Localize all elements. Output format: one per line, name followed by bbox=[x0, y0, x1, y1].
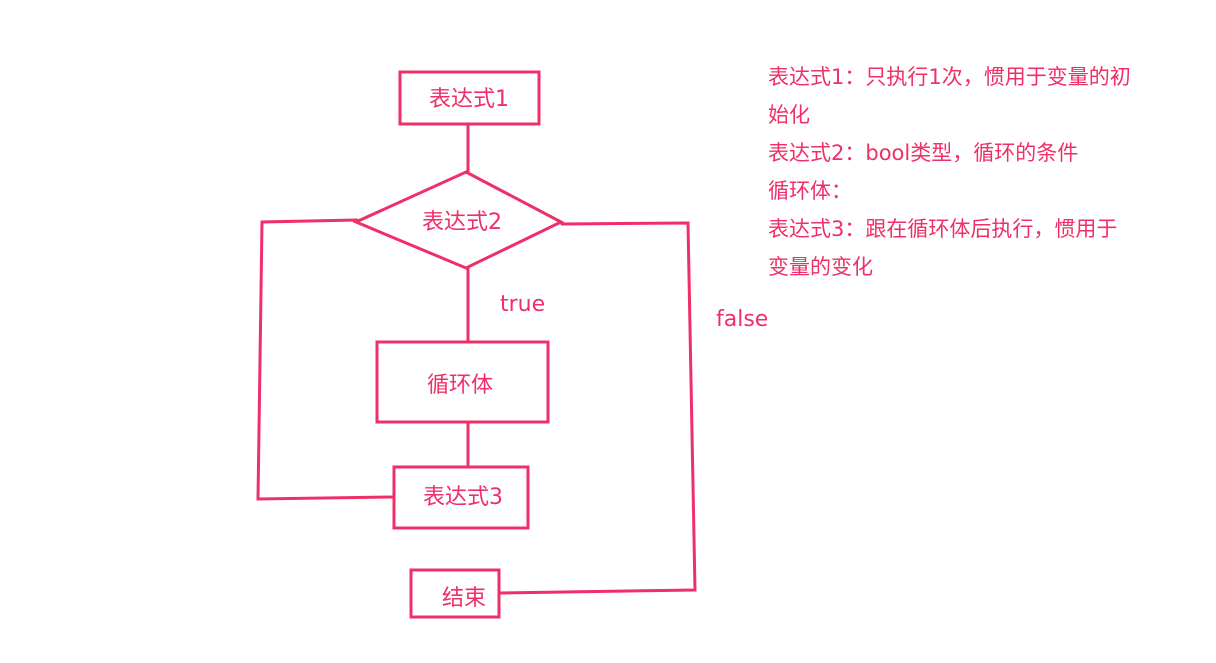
expr2-label: 表达式2 bbox=[422, 210, 502, 235]
false-branch-label: false bbox=[716, 307, 768, 332]
note-line: 变量的变化 bbox=[768, 255, 873, 279]
expr3-label: 表达式3 bbox=[423, 485, 503, 510]
loop-body-label: 循环体 bbox=[427, 373, 493, 398]
true-branch-label: true bbox=[500, 292, 545, 317]
loop-back-connector bbox=[256, 218, 395, 501]
note-line: 表达式3：跟在循环体后执行，惯用于 bbox=[768, 217, 1118, 241]
expr1-label: 表达式1 bbox=[429, 87, 509, 112]
note-line: 表达式1：只执行1次，惯用于变量的初 bbox=[768, 65, 1131, 89]
loop-body-box bbox=[375, 340, 550, 424]
end-label: 结束 bbox=[442, 586, 486, 611]
false-exit-connector bbox=[499, 221, 697, 595]
end-box bbox=[409, 568, 501, 619]
explanation-notes: 表达式1：只执行1次，惯用于变量的初 始化 表达式2：bool类型，循环的条件 … bbox=[768, 58, 1198, 286]
expr1-box bbox=[398, 70, 541, 126]
expr3-box bbox=[392, 465, 530, 530]
expr2-decision-diamond bbox=[352, 170, 565, 270]
note-line: 始化 bbox=[768, 103, 810, 127]
note-line: 表达式2：bool类型，循环的条件 bbox=[768, 141, 1079, 165]
note-line: 循环体： bbox=[768, 179, 852, 203]
